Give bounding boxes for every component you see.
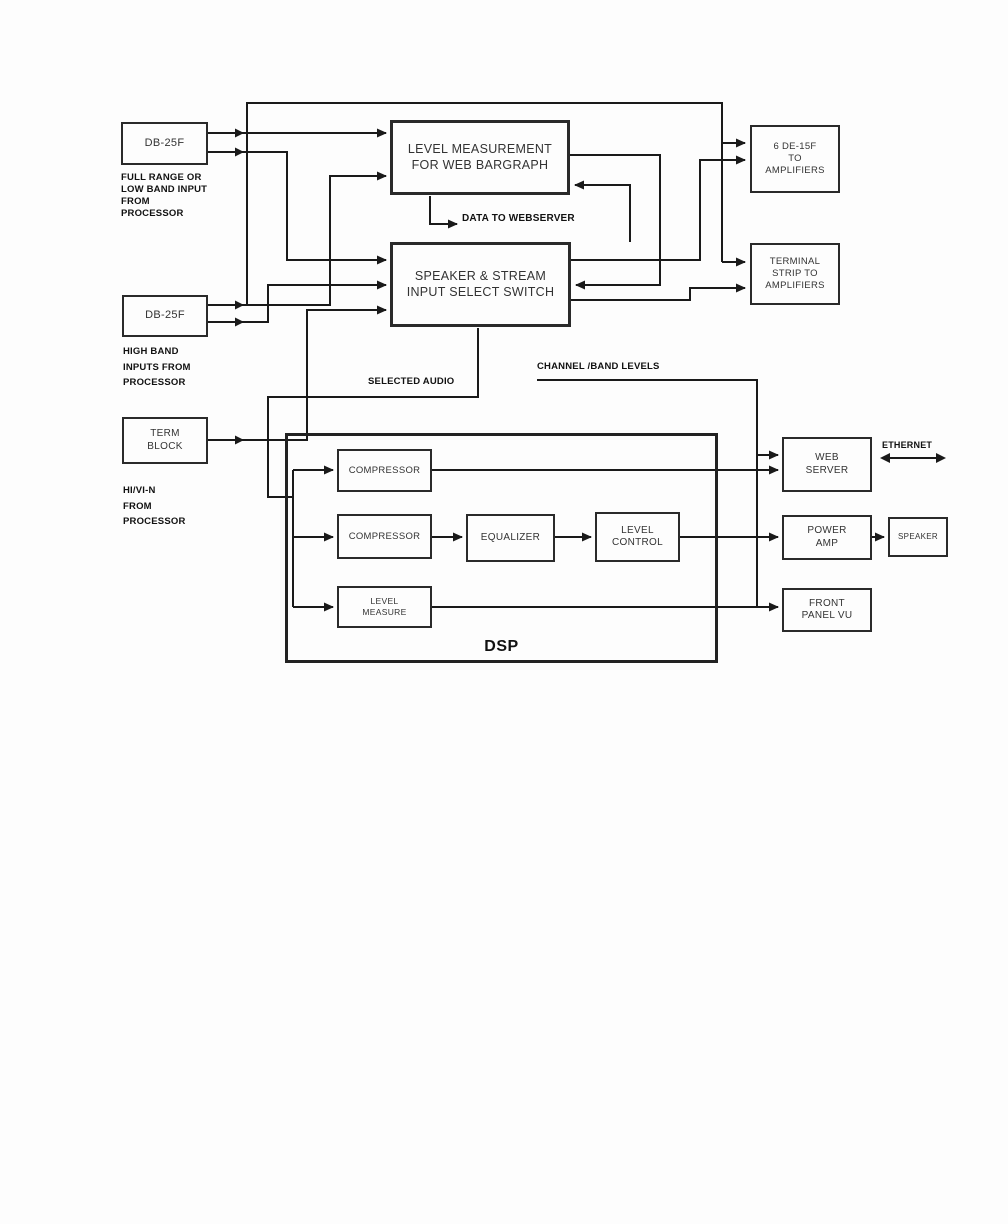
- node-level-measurement-label: LEVEL MEASUREMENT FOR WEB BARGRAPH: [407, 141, 553, 172]
- caption-line: LOW BAND INPUT: [121, 184, 208, 195]
- node-web-server-label: WEB SERVER: [805, 452, 849, 476]
- wire-termblock-to-switch: [208, 305, 387, 441]
- annotation-selected-audio: SELECTED AUDIO: [368, 376, 455, 387]
- dsp-label: DSP: [484, 638, 519, 655]
- caption-line: FROM: [123, 500, 152, 512]
- caption-high-band-input: HIGH BAND INPUTS FROM PROCESSOR: [123, 344, 243, 391]
- caption-full-range-input: FULL RANGE OR LOW BAND INPUT FROM PROCES…: [121, 172, 241, 220]
- caption-line: HIGH BAND: [123, 346, 179, 357]
- node-front-panel-vu-label: FRONT PANEL VU: [801, 597, 853, 622]
- dsp-container: DSP: [285, 433, 718, 663]
- node-input-select-switch: SPEAKER & STREAM INPUT SELECT SWITCH: [390, 242, 571, 327]
- node-db25f-1: DB-25F: [121, 122, 208, 165]
- caption-line: HI/VI-N: [123, 485, 156, 496]
- caption-line: PROCESSOR: [121, 208, 184, 219]
- caption-line: PROCESSOR: [123, 516, 186, 527]
- node-front-panel-vu: FRONT PANEL VU: [782, 588, 872, 632]
- node-de15f-label: 6 DE-15F TO AMPLIFIERS: [765, 141, 825, 176]
- wire-switch-to-de15f: [571, 155, 746, 261]
- annotation-data-to-webserver: DATA TO WEBSERVER: [462, 213, 575, 224]
- node-level-measure: LEVEL MEASURE: [337, 586, 432, 628]
- wire-levelmeas-to-switch: [570, 154, 661, 290]
- caption-line: PROCESSOR: [123, 377, 186, 388]
- node-speaker-label: SPEAKER: [898, 532, 938, 541]
- node-term-block: TERM BLOCK: [122, 417, 208, 464]
- wire-channel-band-levels: [537, 379, 758, 607]
- wire-switch-to-termstrip: [571, 283, 746, 301]
- caption-line: FULL RANGE OR: [121, 172, 202, 183]
- annotation-channel-band-levels: CHANNEL /BAND LEVELS: [537, 361, 660, 372]
- node-level-control: LEVEL CONTROL: [595, 512, 680, 562]
- node-equalizer: EQUALIZER: [466, 514, 555, 562]
- node-input-select-switch-label: SPEAKER & STREAM INPUT SELECT SWITCH: [406, 268, 555, 299]
- wire-data-to-webserver: [429, 196, 458, 229]
- node-terminal-strip-to-amplifiers: TERMINAL STRIP TO AMPLIFIERS: [750, 243, 840, 305]
- wire-top-loop: [246, 102, 723, 305]
- node-db25f-2: DB-25F: [122, 295, 208, 337]
- ethernet-arrow-right: [936, 453, 946, 463]
- node-power-amp: POWER AMP: [782, 515, 872, 560]
- node-equalizer-label: EQUALIZER: [480, 531, 541, 543]
- node-level-control-label: LEVEL CONTROL: [612, 524, 663, 549]
- node-power-amp-label: POWER AMP: [807, 525, 847, 549]
- caption-hi-vi-n-input: HI/VI-N FROM PROCESSOR: [123, 483, 243, 530]
- node-compressor-2-label: COMPRESSOR: [348, 530, 421, 542]
- node-de15f-to-amplifiers: 6 DE-15F TO AMPLIFIERS: [750, 125, 840, 193]
- node-level-measure-label: LEVEL MEASURE: [362, 596, 407, 617]
- caption-line: INPUTS FROM: [123, 361, 191, 373]
- node-terminal-strip-label: TERMINAL STRIP TO AMPLIFIERS: [765, 256, 825, 291]
- node-db25f-2-label: DB-25F: [145, 309, 185, 322]
- wire-switch-to-levelmeas: [574, 180, 631, 242]
- direction-arrowheads: [235, 128, 946, 463]
- node-compressor-1-label: COMPRESSOR: [348, 464, 421, 476]
- node-speaker: SPEAKER: [888, 517, 948, 557]
- node-compressor-2: COMPRESSOR: [337, 514, 432, 559]
- ethernet-arrow-left: [880, 453, 890, 463]
- node-web-server: WEB SERVER: [782, 437, 872, 492]
- caption-line: FROM: [121, 196, 150, 207]
- node-compressor-1: COMPRESSOR: [337, 449, 432, 492]
- wire-selected-audio: [267, 328, 479, 498]
- wire-db2-to-switch: [208, 280, 387, 323]
- node-level-measurement: LEVEL MEASUREMENT FOR WEB BARGRAPH: [390, 120, 570, 195]
- node-db25f-1-label: DB-25F: [144, 136, 185, 149]
- node-term-block-label: TERM BLOCK: [147, 428, 183, 452]
- annotation-ethernet: ETHERNET: [882, 440, 933, 450]
